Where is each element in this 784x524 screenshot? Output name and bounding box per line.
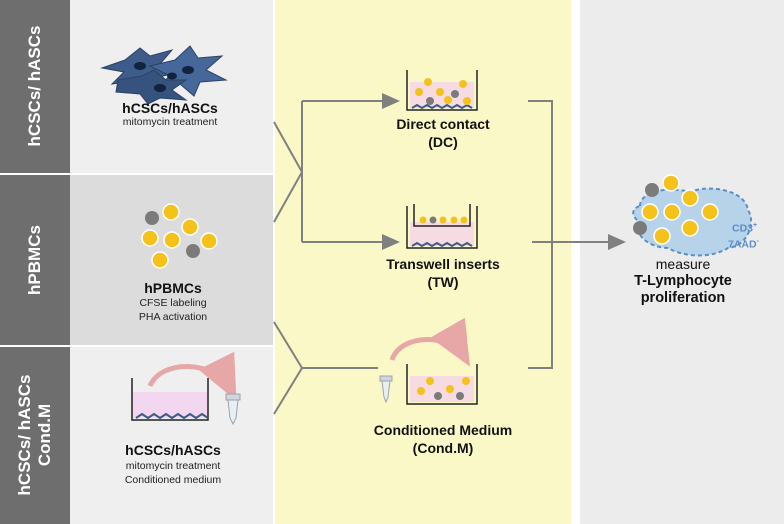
bottom-cells-title: hCSCs/hASCs — [125, 442, 221, 458]
aad-marker: 7AAD- — [728, 238, 759, 251]
cm-label-2: (Cond.M) — [412, 440, 474, 456]
falcon-tube-small-icon — [379, 375, 393, 404]
lymphocyte-cluster-icon — [632, 174, 753, 257]
cd3-text: CD3 — [732, 222, 754, 235]
panel-left-bottom — [70, 347, 273, 524]
dc-label-2: (DC) — [428, 134, 458, 150]
dc-label-1: Direct contact — [396, 116, 490, 132]
panel-right — [580, 0, 784, 524]
aad-sup: - — [756, 238, 759, 245]
measure-label: measure — [655, 256, 711, 272]
pbmc-sub-1: CFSE labeling — [139, 297, 207, 309]
pbmc-sub-2: PHA activation — [138, 311, 208, 323]
tw-label-2: (TW) — [427, 274, 459, 290]
falcon-tube-icon — [225, 393, 241, 426]
result-label-1: T-Lymphocyte — [634, 273, 732, 289]
dc-well-icon — [406, 70, 478, 111]
cm-label-1: Conditioned Medium — [373, 422, 513, 438]
top-cells-title: hCSCs/hASCs — [122, 100, 218, 116]
stromal-cells-icon — [100, 45, 228, 105]
transwell-icon — [406, 204, 478, 249]
tw-label-1: Transwell inserts — [386, 256, 500, 272]
culture-well-icon — [131, 351, 237, 421]
bottom-cells-sub-1: mitomycin treatment — [125, 460, 221, 472]
sidebar-row-3: hCSCs/ hASCs Cond.M — [0, 347, 70, 524]
pbmc-title: hPBMCs — [144, 280, 202, 296]
bottom-cells-sub-2: Conditioned medium — [124, 474, 222, 486]
result-label-2: proliferation — [640, 290, 726, 306]
top-cells-sub: mitomycin treatment — [122, 116, 218, 128]
sidebar-row-2: hPBMCs — [0, 175, 70, 345]
cd3-marker: CD3+ — [732, 222, 757, 235]
cd3-sup: + — [753, 222, 758, 229]
connector-lines — [273, 100, 553, 415]
sidebar-row-1: hCSCs/ hASCs — [0, 0, 70, 173]
arrow-icon — [302, 93, 626, 250]
pbmc-cells-icon — [141, 203, 218, 269]
cm-well-icon — [389, 317, 478, 405]
aad-text: 7AAD — [728, 238, 757, 251]
